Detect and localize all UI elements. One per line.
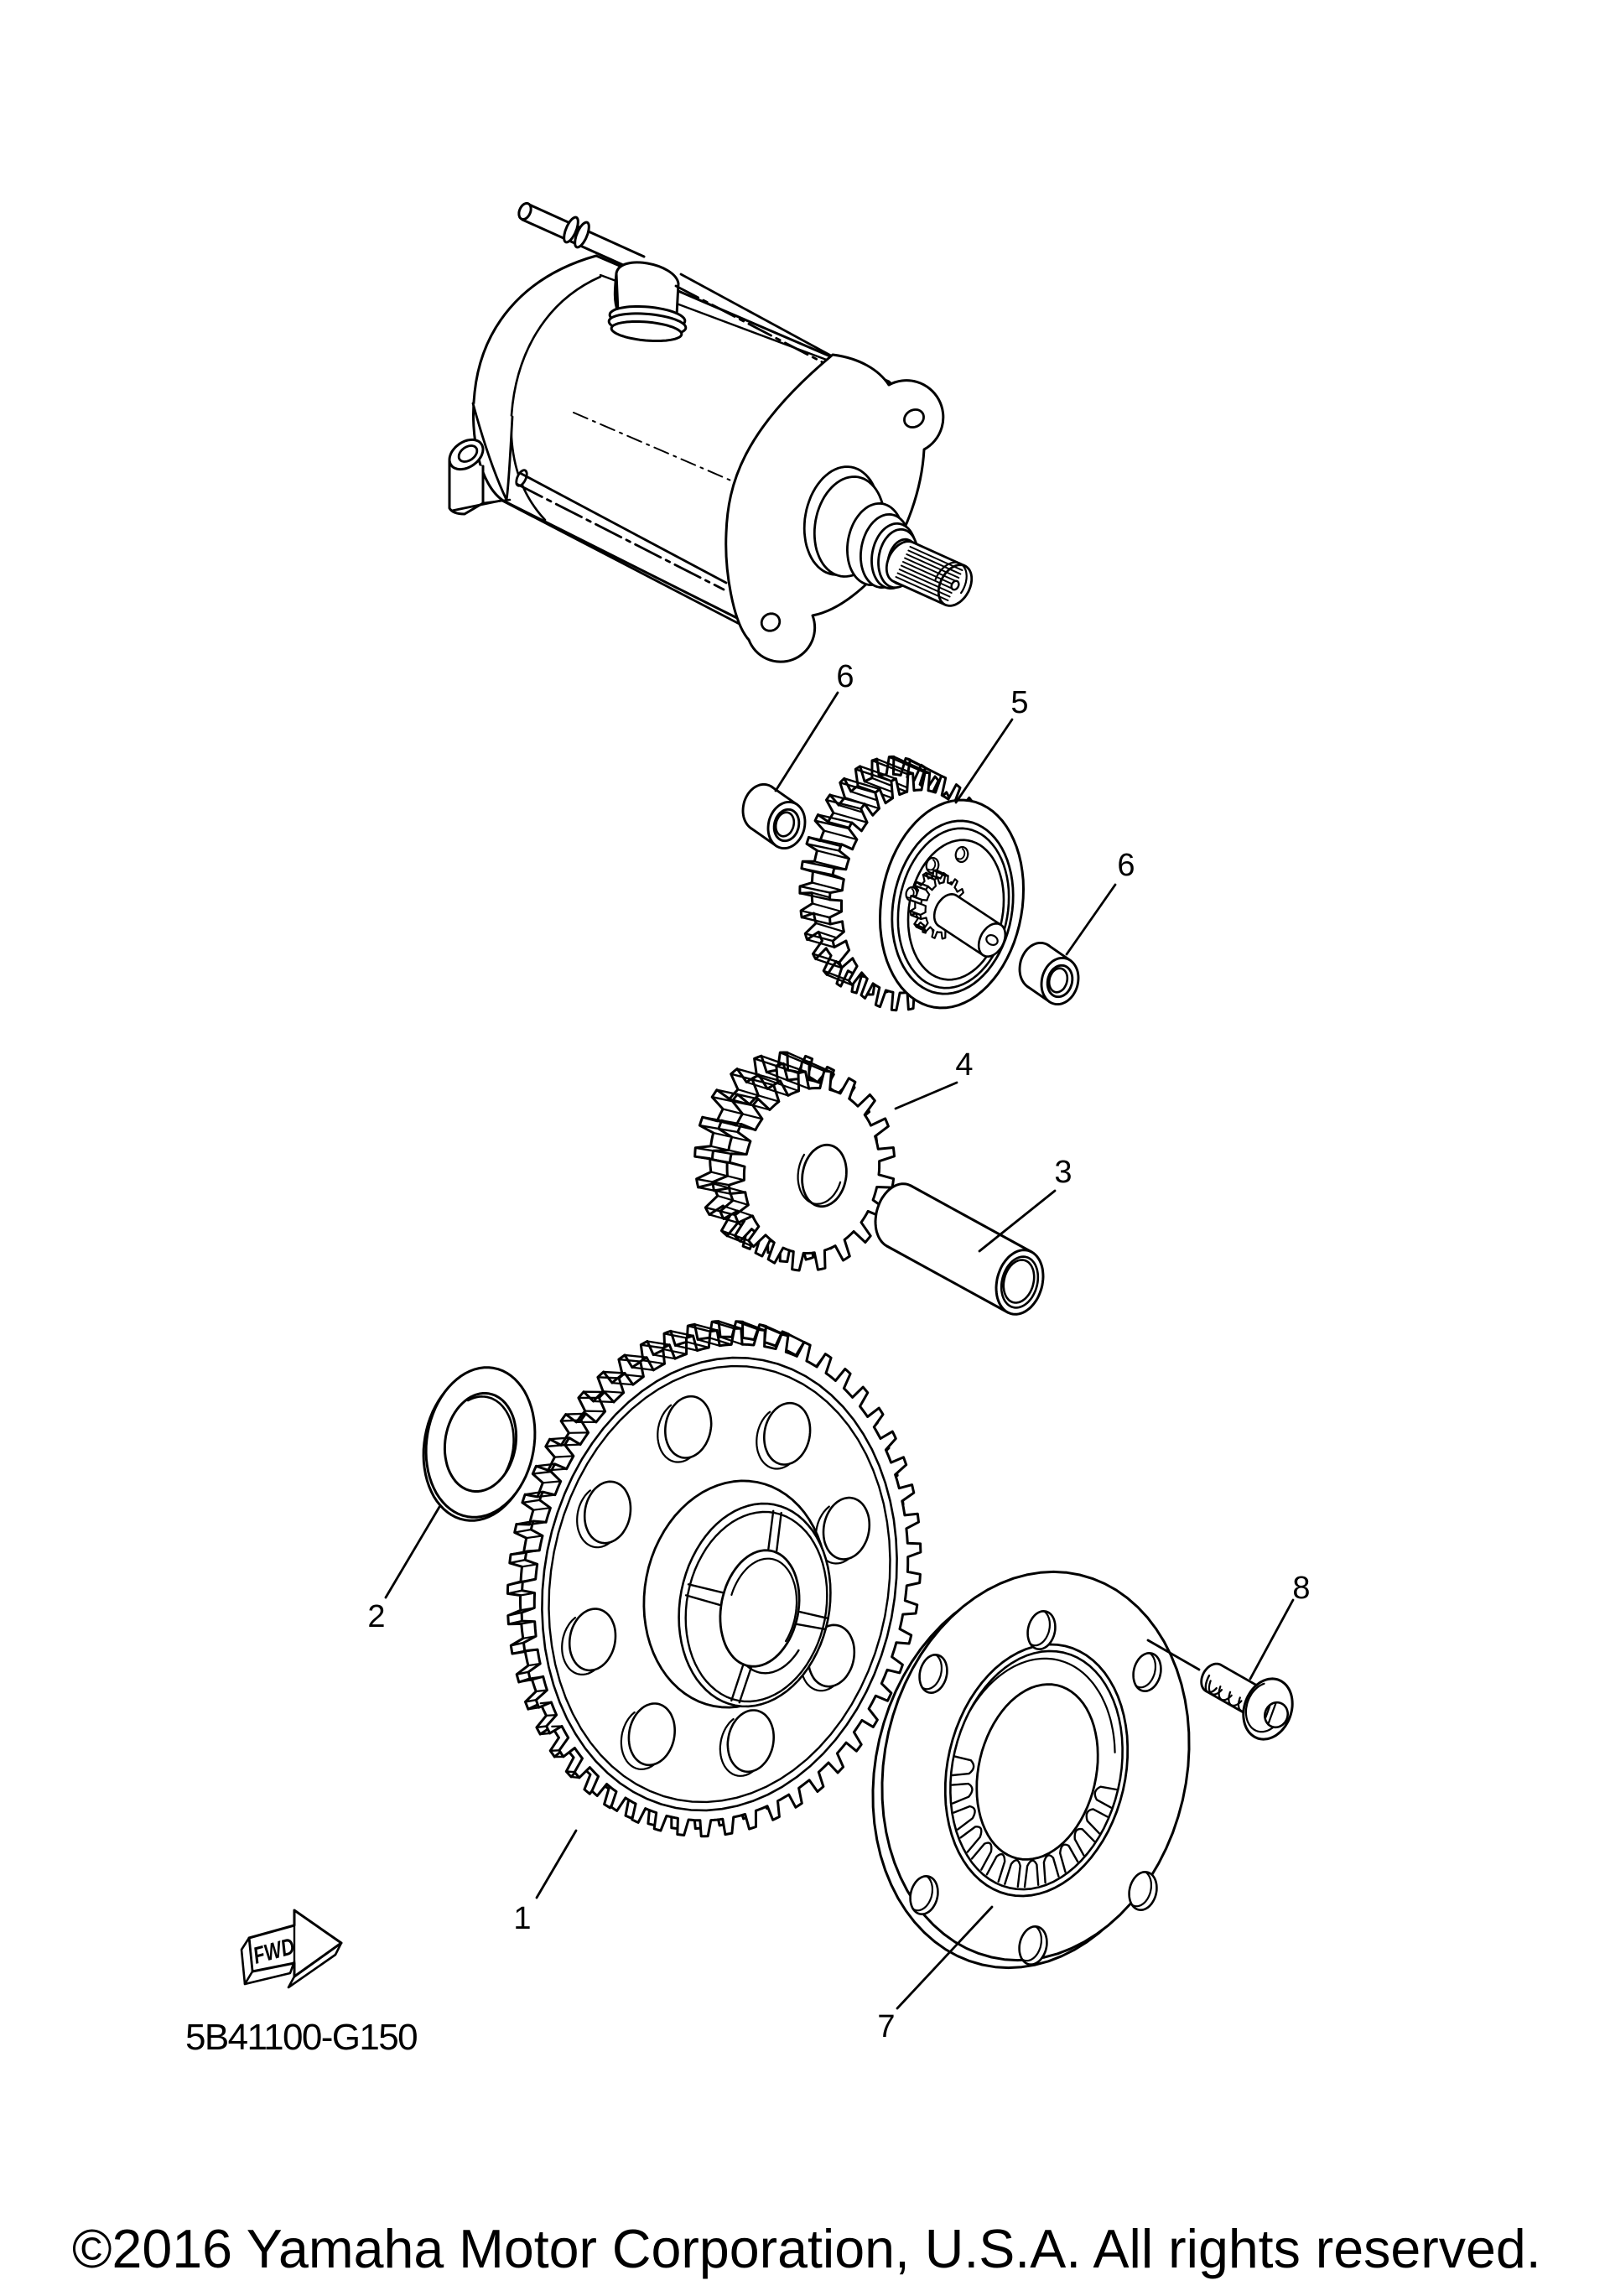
- svg-text:2: 2: [367, 1599, 385, 1634]
- svg-text:7: 7: [877, 2009, 895, 2044]
- svg-text:1: 1: [513, 1901, 531, 1936]
- svg-text:3: 3: [1054, 1155, 1072, 1190]
- svg-text:4: 4: [955, 1047, 973, 1083]
- svg-text:5B41100-G150: 5B41100-G150: [185, 2017, 417, 2058]
- svg-text:6: 6: [836, 659, 854, 694]
- svg-text:©2016 Yamaha Motor Corporation: ©2016 Yamaha Motor Corporation, U.S.A. A…: [72, 2219, 1541, 2279]
- svg-text:6: 6: [1117, 848, 1135, 883]
- svg-text:5: 5: [1010, 685, 1028, 720]
- svg-text:8: 8: [1292, 1571, 1310, 1606]
